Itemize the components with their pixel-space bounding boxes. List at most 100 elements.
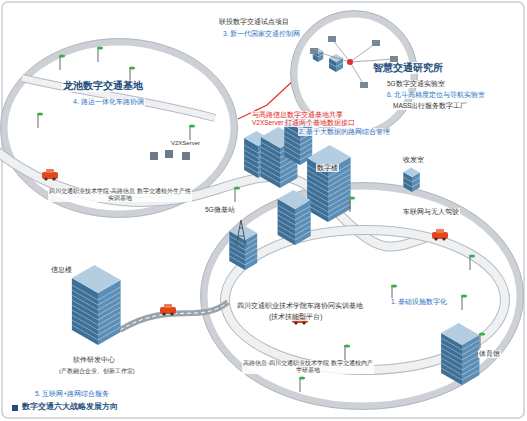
window-row — [412, 183, 420, 188]
window-row — [244, 155, 258, 163]
window-row — [441, 368, 462, 380]
server-icon — [182, 152, 190, 160]
server-icon — [390, 56, 398, 62]
car-roof — [164, 304, 172, 308]
wheel — [44, 177, 47, 180]
label-text: 联投数字交通试点项目 — [218, 18, 290, 26]
wheel — [442, 237, 445, 240]
car — [432, 229, 448, 241]
lamp-head — [189, 125, 195, 128]
region-text: 1. 基础设施数字化 — [390, 298, 448, 306]
window-row — [280, 168, 297, 178]
window-row — [295, 226, 311, 235]
car — [292, 313, 308, 325]
wheel — [434, 237, 437, 240]
window-row — [307, 185, 328, 197]
window-row — [441, 353, 462, 365]
lamp-head — [59, 55, 65, 58]
window-row — [441, 348, 462, 360]
window-row — [441, 358, 462, 370]
street-lamp — [98, 48, 99, 62]
window-row — [403, 182, 412, 187]
window-row — [284, 151, 300, 160]
region-text: 4. 路运一体化车路协调 — [72, 98, 145, 106]
car-roof — [436, 229, 444, 233]
lamp-head — [391, 285, 397, 288]
region-ring — [4, 42, 234, 214]
street-lamp — [480, 334, 481, 348]
window-row — [462, 365, 479, 375]
car — [42, 169, 58, 181]
window-row — [284, 141, 300, 150]
caption-bullet — [12, 405, 18, 411]
lamp-head — [349, 197, 355, 200]
window-row — [245, 238, 257, 245]
window-row — [72, 285, 98, 300]
region-text: (技术技能型平台) — [268, 313, 323, 321]
street-lamp — [470, 256, 471, 270]
window-row — [313, 54, 318, 57]
lamp-head — [461, 295, 467, 298]
server-icon — [372, 40, 380, 46]
ring-road — [225, 230, 505, 370]
region-text: 高路信息-四川交通职业技术学院 数字交通校内产学研基地 — [242, 360, 374, 374]
window-row — [261, 142, 280, 153]
window-row — [261, 167, 280, 178]
wheel — [162, 312, 165, 315]
server-icon — [360, 82, 368, 88]
window-row — [295, 206, 311, 215]
building-roof — [278, 190, 311, 209]
region-title: 智慧交通研究所 — [372, 62, 444, 74]
window-row — [307, 175, 328, 187]
region-text: 四川交通职业技术学院-高路信息 数字交通校外生产性实训基地 — [48, 188, 192, 202]
region-text: 5G数字交通实验室 — [386, 80, 446, 88]
server-icon — [150, 152, 158, 160]
window-row — [307, 180, 328, 192]
network-link — [350, 62, 364, 85]
tower-frame — [236, 220, 246, 246]
building — [72, 265, 121, 345]
street-lamp — [392, 286, 393, 300]
network-hub — [347, 59, 353, 65]
street-lamp — [190, 126, 191, 140]
window-row — [244, 160, 258, 168]
server-icon — [310, 48, 318, 54]
window-row — [278, 225, 295, 235]
lamp-head — [234, 187, 240, 190]
window-row — [244, 165, 258, 173]
region-text: 6. 北斗高精度定位与导航实验室 — [386, 91, 486, 99]
lamp-head — [129, 67, 135, 70]
building — [403, 168, 420, 193]
ring-road — [225, 230, 505, 370]
label-text: 信息楼 — [50, 266, 73, 274]
window-row — [278, 205, 295, 215]
page-frame — [2, 2, 524, 418]
label-text: 3. 新一代国家交通控制网 — [222, 30, 301, 38]
window-row — [336, 63, 343, 67]
window-row — [229, 246, 245, 255]
5g-tower — [236, 220, 246, 246]
window-row — [261, 152, 280, 163]
window-row — [229, 251, 245, 260]
window-row — [98, 287, 121, 300]
network-link — [332, 39, 350, 62]
window-row — [295, 231, 311, 240]
window-row — [261, 147, 280, 158]
region-title: 四川交通职业技术学院车路协同实训基地 — [236, 302, 364, 310]
region-ring — [204, 186, 520, 406]
window-row — [462, 340, 479, 350]
wheel — [294, 321, 297, 324]
window-row — [412, 178, 420, 183]
lamp-head — [97, 47, 103, 50]
street-lamp — [235, 188, 236, 202]
window-row — [462, 345, 479, 355]
network-link — [314, 51, 350, 62]
car-roof — [46, 169, 54, 173]
wheel — [52, 177, 55, 180]
lamp-head — [299, 377, 305, 380]
window-row — [244, 145, 258, 153]
street-lamp — [462, 296, 463, 310]
dashed-road — [120, 302, 228, 330]
car-body — [160, 307, 176, 314]
